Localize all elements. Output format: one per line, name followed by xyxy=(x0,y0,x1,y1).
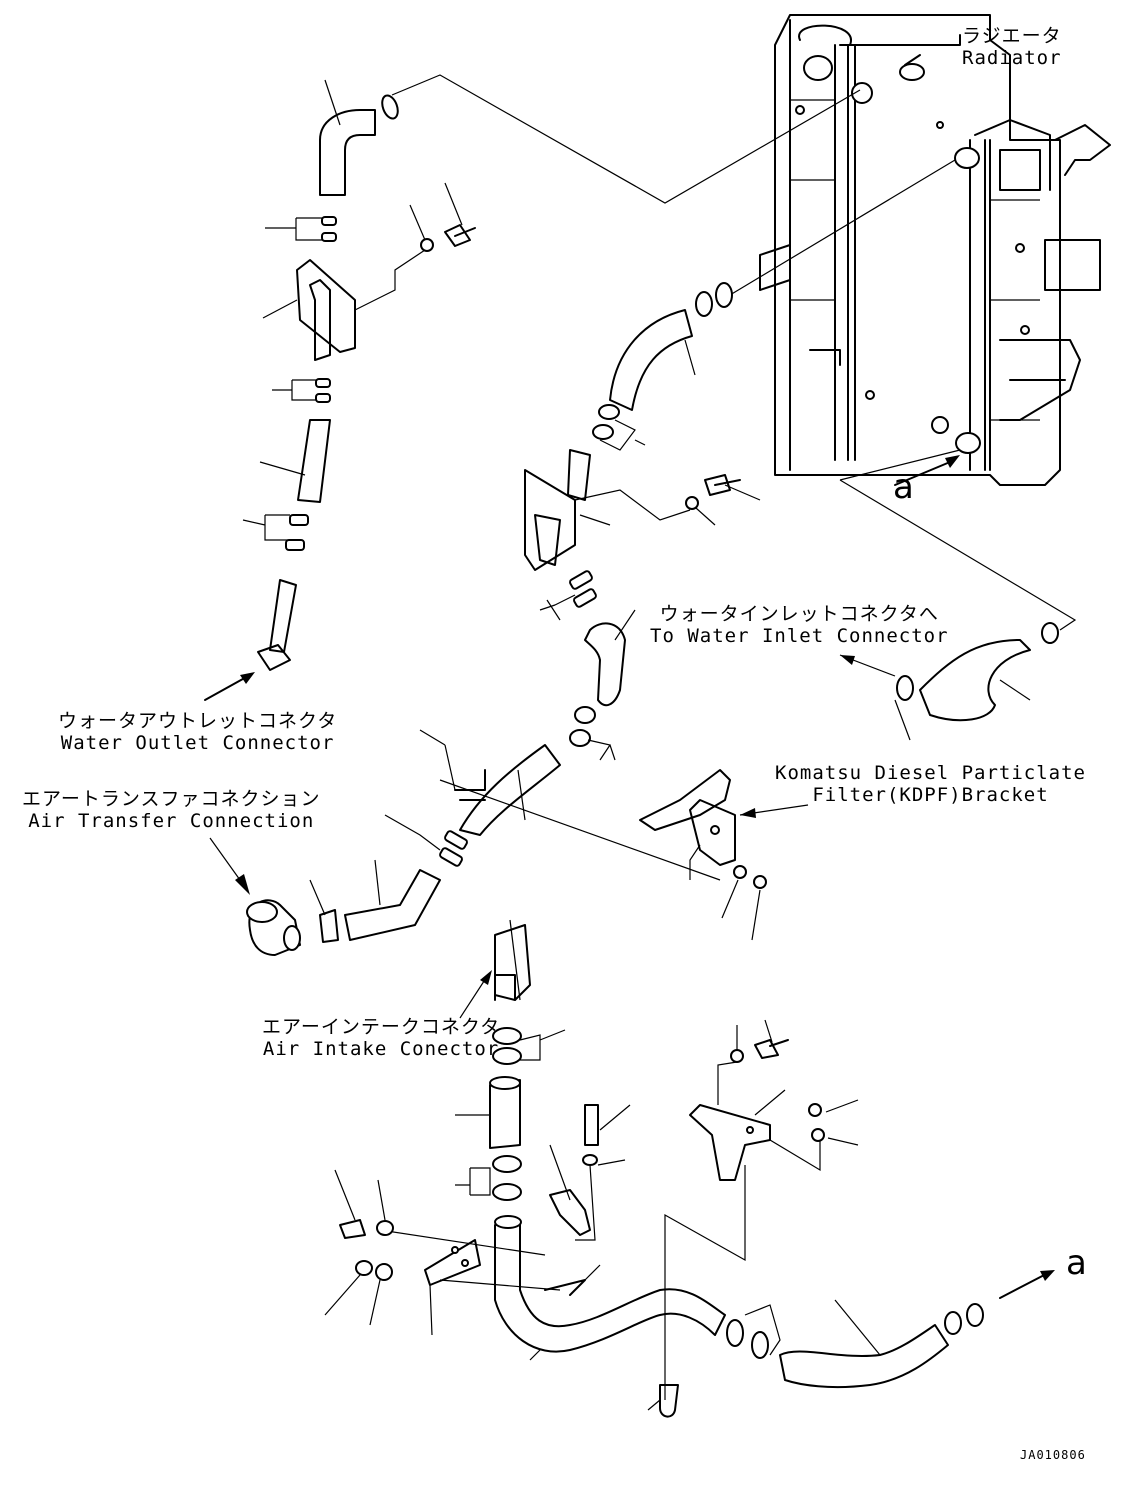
air-transfer-label: エアートランスファコネクション Air Transfer Connection xyxy=(22,788,320,832)
kdpf-bracket-label: Komatsu Diesel Particlate Filter(KDPF)Br… xyxy=(775,762,1086,806)
water-inlet-hose xyxy=(839,449,1077,741)
water-outlet-label-jp: ウォータアウトレットコネクタ xyxy=(58,710,338,732)
lower-right-group xyxy=(647,1019,1055,1418)
kdpf-bracket-label-line2: Filter(KDPF)Bracket xyxy=(812,784,1049,806)
kdpf-bracket-label-line1: Komatsu Diesel Particlate xyxy=(775,762,1086,784)
water-inlet-label-en: To Water Inlet Connector xyxy=(650,625,949,647)
radiator-label: ラジエータ Radiator xyxy=(962,25,1062,69)
callout-a-lower: a xyxy=(1066,1243,1087,1283)
water-outlet-label-en: Water Outlet Connector xyxy=(60,732,335,754)
air-transfer-label-jp: エアートランスファコネクション xyxy=(22,788,321,810)
upper-left-hose-group xyxy=(242,79,476,671)
radiator-label-en: Radiator xyxy=(962,47,1062,69)
water-inlet-label-jp: ウォータインレットコネクタへ xyxy=(659,603,939,625)
radiator-label-jp: ラジエータ xyxy=(962,25,1062,47)
kdpf-bracket xyxy=(639,769,809,941)
air-intake-label-jp: エアーインテークコネクタ xyxy=(262,1016,501,1038)
radiator xyxy=(759,14,1111,486)
middle-hose-group xyxy=(384,159,956,881)
air-intake-label-en: Air Intake Conector xyxy=(262,1038,500,1060)
air-transfer-label-en: Air Transfer Connection xyxy=(28,810,315,832)
arrow-water-outlet xyxy=(204,674,251,701)
air-intake-group xyxy=(324,919,781,1361)
callout-a-upper: a xyxy=(893,467,914,507)
water-inlet-label: ウォータインレットコネクタへ To Water Inlet Connector xyxy=(650,603,949,647)
air-intake-label: エアーインテークコネクタ Air Intake Conector xyxy=(262,1016,500,1060)
drawing-id: JA010806 xyxy=(1020,1448,1086,1462)
leader-line xyxy=(391,74,861,204)
water-outlet-label: ウォータアウトレットコネクタ Water Outlet Connector xyxy=(58,710,337,754)
air-transfer-group xyxy=(209,837,441,956)
